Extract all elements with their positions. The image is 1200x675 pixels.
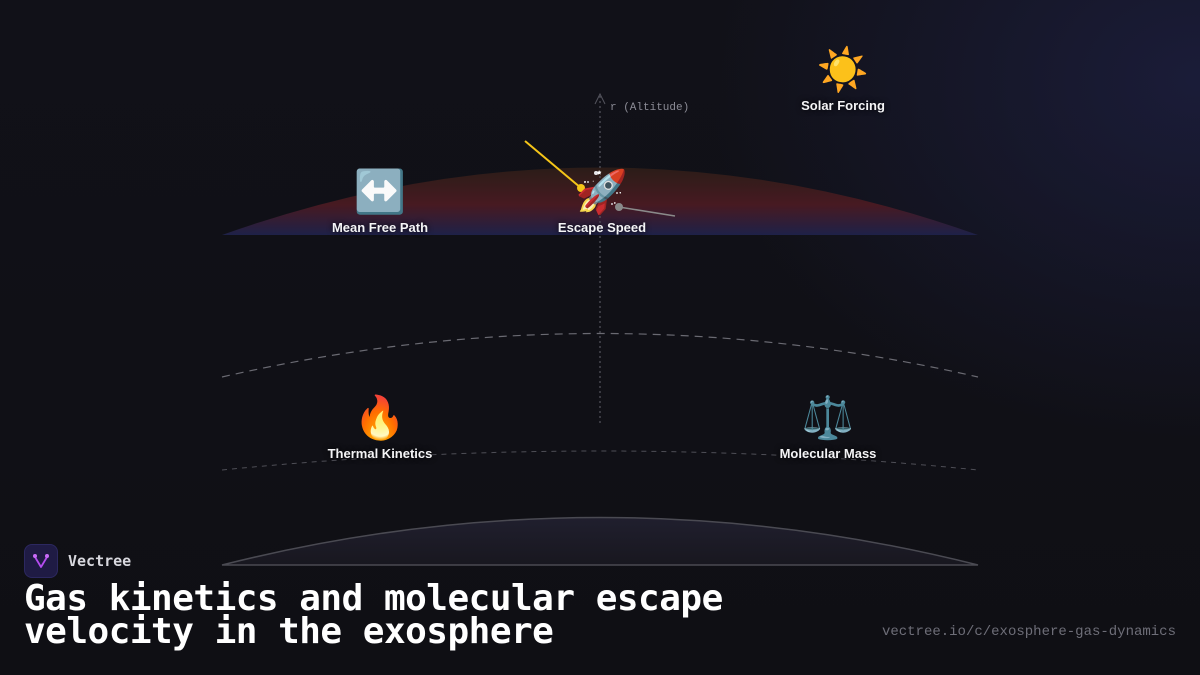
node-label: Mean Free Path	[331, 220, 429, 235]
fire-icon: 🔥	[353, 393, 407, 442]
shell-upper-dashed	[221, 332, 979, 378]
vectree-logo-icon	[24, 544, 58, 578]
page-title: Gas kinetics and molecular escape veloci…	[24, 578, 723, 652]
node-molecular-mass[interactable]: ⚖️ Molecular Mass	[779, 393, 877, 462]
node-solar-forcing[interactable]: ☀️ Solar Forcing	[801, 45, 885, 114]
planet-surface	[221, 516, 979, 566]
brand[interactable]: Vectree	[24, 544, 131, 578]
title-line-2: velocity in the exosphere	[24, 611, 554, 652]
left-right-arrow-icon: ↔️	[353, 167, 407, 216]
brand-name: Vectree	[68, 552, 132, 570]
node-label: Thermal Kinetics	[327, 446, 433, 461]
altitude-axis-label: r (Altitude)	[610, 102, 690, 114]
rocket-icon: 🚀	[575, 167, 629, 216]
balance-scale-icon: ⚖️	[801, 393, 855, 442]
node-escape-speed[interactable]: 🚀 Escape Speed	[557, 167, 647, 236]
node-label: Solar Forcing	[801, 98, 885, 113]
sun-icon: ☀️	[816, 45, 870, 94]
source-url[interactable]: vectree.io/c/exosphere-gas-dynamics	[881, 624, 1176, 640]
axis-arrowhead	[594, 92, 606, 105]
node-mean-free-path[interactable]: ↔️ Mean Free Path	[331, 167, 429, 236]
node-thermal-kinetics[interactable]: 🔥 Thermal Kinetics	[327, 393, 433, 462]
node-label: Escape Speed	[557, 220, 647, 235]
title-line-1: Gas kinetics and molecular escape	[24, 578, 723, 619]
node-label: Molecular Mass	[779, 446, 877, 461]
bound-trajectory	[618, 206, 676, 217]
escape-trajectory	[524, 140, 582, 189]
